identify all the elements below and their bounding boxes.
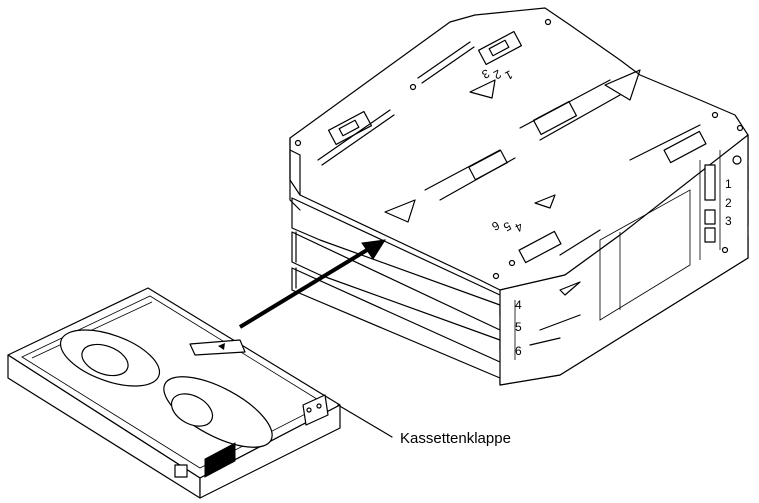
callout: Kassettenklappe [337, 404, 511, 447]
tape-cassette [7, 287, 341, 499]
triangle-marker [534, 194, 556, 209]
front-number-4: 4 [515, 298, 522, 312]
front-number-6: 6 [515, 344, 522, 358]
right-number-3: 3 [725, 214, 732, 228]
right-number-2: 2 [725, 196, 732, 210]
magazine-front-face [499, 134, 749, 386]
callout-leader-line [337, 404, 393, 438]
front-face-numbers: 4 5 6 [515, 298, 522, 358]
insertion-arrow [238, 239, 386, 329]
cassette-door [302, 394, 329, 426]
triangle-marker [469, 79, 496, 99]
callout-label-kassettenklappe: Kassettenklappe [400, 430, 511, 447]
cassette-right-face [199, 404, 341, 499]
triangle-marker [384, 199, 416, 223]
triangle-marker [604, 69, 641, 101]
cassette-magazine [289, 7, 749, 386]
right-side-numbers: 1 2 3 [725, 177, 732, 228]
right-number-1: 1 [725, 177, 732, 191]
magazine-top-plate [289, 7, 749, 291]
front-number-5: 5 [515, 320, 522, 334]
